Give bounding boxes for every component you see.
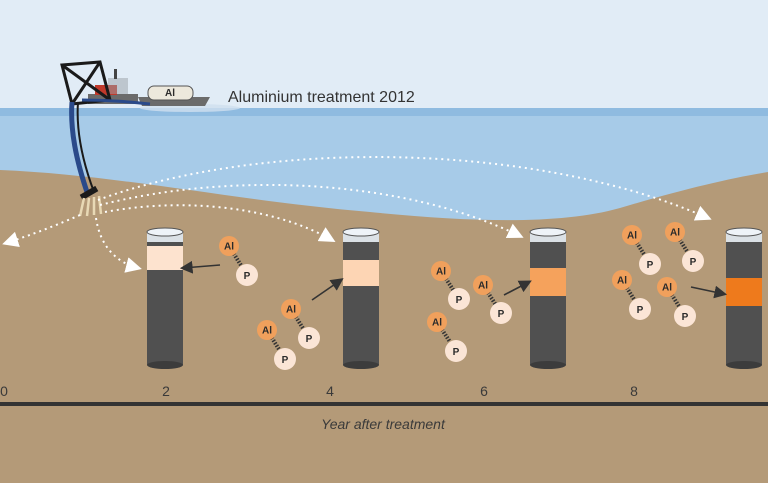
al-p-molecule: AlP: [257, 320, 296, 370]
al-p-molecule: AlP: [665, 222, 704, 272]
phosphorus-symbol: P: [637, 305, 644, 316]
aluminium-symbol: Al: [670, 228, 680, 239]
binding-arrow: [311, 278, 344, 301]
phosphorus-atom: [629, 298, 651, 320]
al-p-molecule: AlP: [431, 261, 470, 310]
aluminium-atom: [612, 270, 632, 290]
sediment-core-year-8: [725, 227, 763, 369]
diagram-title: Aluminium treatment 2012: [228, 89, 415, 106]
sediment-cores: [146, 227, 763, 369]
phosphorus-symbol: P: [456, 295, 463, 306]
dosing-pipe: [69, 101, 91, 196]
aluminium-symbol: Al: [627, 231, 637, 242]
aluminium-symbol: Al: [224, 242, 234, 253]
phosphorus-symbol: P: [682, 312, 689, 323]
phosphorus-atom: [639, 253, 661, 275]
al-p-molecule: AlP: [622, 225, 661, 275]
aluminium-atom: [281, 299, 301, 319]
phosphorus-symbol: P: [453, 347, 460, 358]
al-p-molecule: AlP: [427, 312, 467, 362]
phosphorus-symbol: P: [282, 355, 289, 366]
tick-label-8: 8: [630, 383, 638, 399]
al-p-molecule: AlP: [657, 277, 696, 327]
phosphorus-atom: [490, 302, 512, 324]
aluminium-atom: [657, 277, 677, 297]
aluminium-symbol: Al: [262, 326, 272, 337]
phosphorus-atom: [674, 305, 696, 327]
aluminium-atom: [622, 225, 642, 245]
phosphorus-atom: [236, 264, 258, 286]
aluminium-atom: [427, 312, 447, 332]
aluminium-symbol: Al: [436, 267, 446, 278]
phosphorus-symbol: P: [690, 257, 697, 268]
aluminium-tank: [147, 85, 194, 101]
binding-arrow: [503, 280, 532, 296]
aluminium-layer: [726, 278, 762, 306]
binding-arrow: [690, 285, 728, 299]
phosphorus-symbol: P: [498, 309, 505, 320]
axis-title: Year after treatment: [321, 416, 446, 432]
lake-sediment: [0, 170, 768, 483]
tick-label-4: 4: [326, 383, 334, 399]
phosphorus-atom: [448, 288, 470, 310]
phosphorus-symbol: P: [244, 271, 251, 282]
aluminium-layer: [530, 268, 566, 296]
phosphorus-atom: [274, 348, 296, 370]
tick-label-6: 6: [480, 383, 488, 399]
phosphorus-atom: [298, 327, 320, 349]
sediment-core-year-2: [146, 227, 184, 369]
aluminium-layer: [343, 260, 379, 286]
timeline-axis-line: [0, 402, 768, 406]
aluminium-symbol: Al: [478, 281, 488, 292]
al-p-molecule: AlP: [219, 236, 258, 286]
tick-label-0: 0: [0, 383, 8, 399]
aluminium-symbol: Al: [662, 283, 672, 294]
al-p-molecule: AlP: [612, 270, 651, 320]
aluminium-atom: [219, 236, 239, 256]
sediment-core-year-6: [529, 227, 567, 369]
aluminium-atom: [665, 222, 685, 242]
tick-label-2: 2: [162, 383, 170, 399]
tank-label: Al: [165, 88, 175, 99]
water-surface: [0, 108, 768, 116]
dispersion-arrows: [2, 156, 712, 273]
phosphorus-symbol: P: [647, 260, 654, 271]
phosphorus-symbol: P: [306, 334, 313, 345]
binding-arrow: [179, 260, 221, 274]
al-p-molecule: AlP: [473, 275, 512, 324]
aluminium-atom: [431, 261, 451, 281]
aluminium-layer: [147, 246, 183, 270]
phosphorus-atom: [445, 340, 467, 362]
aluminium-symbol: Al: [432, 318, 442, 329]
sediment-core-year-4: [342, 227, 380, 369]
injector-head: [78, 185, 103, 217]
core-body: [530, 242, 566, 365]
binding-arrows: [179, 260, 728, 301]
aluminium-symbol: Al: [617, 276, 627, 287]
aluminium-symbol: Al: [286, 305, 296, 316]
al-p-molecule: AlP: [281, 299, 320, 349]
aluminium-atom: [473, 275, 493, 295]
aluminium-atom: [257, 320, 277, 340]
timeline-ticks: 0 2 4 6 8: [0, 383, 638, 399]
phosphorus-atom: [682, 250, 704, 272]
